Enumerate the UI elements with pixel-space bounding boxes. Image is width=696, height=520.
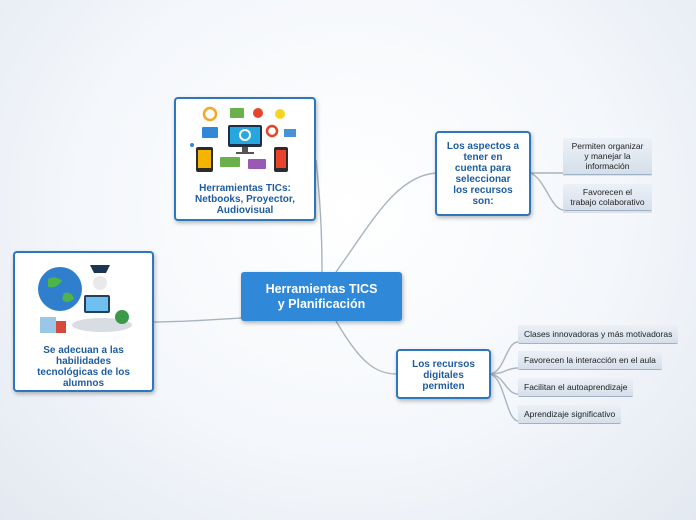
node-tics-label-line3: Audiovisual [216, 205, 274, 216]
leaf-permiten-organizar-line3: información [585, 161, 630, 171]
leaf-favorecen-trabajo-line2: trabajo colaborativo [570, 197, 645, 207]
node-herramientas-tics[interactable]: Herramientas TICs: Netbooks, Proyector, … [174, 97, 316, 221]
connector-tics [315, 159, 323, 273]
node-aspectos-label-line6: son: [472, 196, 494, 207]
central-title-line2: y Planificación [277, 296, 366, 311]
connector-recursos-item-1 [489, 341, 519, 375]
node-tics-label-line2: Netbooks, Proyector, [194, 194, 296, 205]
node-aspectos-label-line4: seleccionar [455, 174, 511, 185]
leaf-favorecen-interaccion[interactable]: Favorecen la interacción en el aula [518, 351, 662, 370]
node-adecuan-label-line4: alumnos [62, 378, 105, 389]
leaf-permiten-organizar[interactable]: Permiten organizar y manejar la informac… [563, 138, 652, 175]
leaf-clases-innovadoras-label: Clases innovadoras y más motivadoras [524, 329, 673, 339]
node-recursos-label-line1: Los recursos [412, 359, 475, 370]
leaf-permiten-organizar-line2: y manejar la [584, 151, 631, 161]
leaf-permiten-organizar-line1: Permiten organizar [571, 141, 644, 151]
leaf-favorecen-interaccion-label: Favorecen la interacción en el aula [524, 355, 656, 365]
node-adecuan-label-line3: tecnológicas de los [37, 367, 130, 378]
connector-aspectos [335, 172, 437, 273]
node-aspectos[interactable]: Los aspectos a tener en cuenta para sele… [435, 131, 531, 216]
node-recursos-label-line3: permiten [422, 381, 465, 392]
node-adecuan-label-line2: habilidades [55, 356, 111, 367]
leaf-clases-innovadoras[interactable]: Clases innovadoras y más motivadoras [518, 325, 679, 344]
connector-adecuan [152, 317, 242, 323]
node-aspectos-label-line5: los recursos [453, 185, 513, 196]
connector-recursos [335, 320, 398, 375]
technology-icons-illustration [190, 106, 296, 172]
connector-recursos-item-2 [489, 367, 519, 375]
node-recursos-label-line2: digitales [423, 370, 464, 381]
node-adecuan-label-line1: Se adecuan a las [43, 345, 124, 356]
leaf-aprendizaje-significativo[interactable]: Aprendizaje significativo [518, 405, 622, 424]
node-recursos[interactable]: Los recursos digitales permiten [396, 349, 491, 399]
leaf-favorecen-trabajo-line1: Favorecen el [582, 187, 633, 197]
node-aspectos-label-line3: cuenta para [454, 163, 512, 174]
leaf-favorecen-trabajo[interactable]: Favorecen el trabajo colaborativo [563, 184, 652, 211]
node-aspectos-label-line1: Los aspectos a [446, 141, 520, 152]
leaf-aprendizaje-significativo-label: Aprendizaje significativo [524, 409, 616, 419]
central-title-line1: Herramientas TICS [265, 281, 378, 296]
node-se-adecuan[interactable]: Se adecuan a las habilidades tecnológica… [13, 251, 154, 392]
node-aspectos-label-line2: tener en [463, 152, 503, 163]
students-globe-laptop-illustration [37, 265, 132, 333]
connector-recursos-item-4 [489, 373, 519, 422]
leaf-facilitan-autoaprendizaje[interactable]: Facilitan el autoaprendizaje [518, 378, 634, 397]
node-tics-label-line1: Herramientas TICs: [199, 183, 291, 194]
leaf-facilitan-autoaprendizaje-label: Facilitan el autoaprendizaje [524, 382, 628, 392]
connector-aspectos-item-2 [529, 172, 564, 211]
